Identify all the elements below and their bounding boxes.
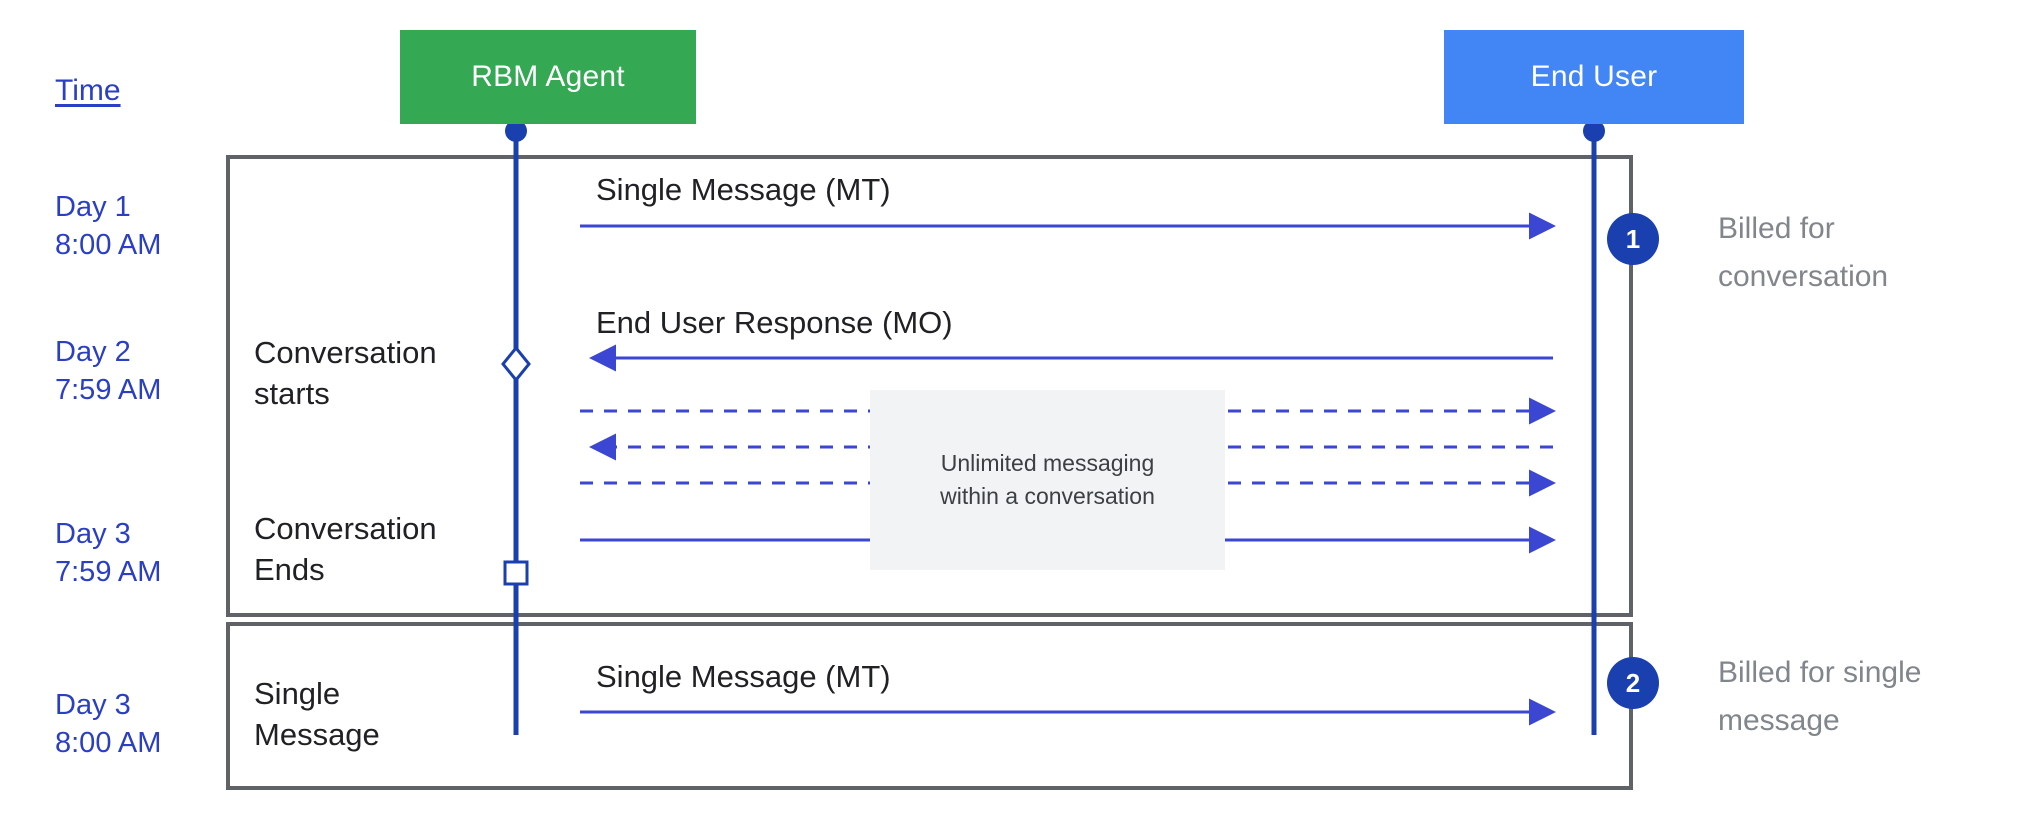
conversation-frame xyxy=(226,155,1633,617)
time-label-day1: Day 1 8:00 AM xyxy=(55,191,162,261)
stage-label-conversation-ends: Conversation Ends xyxy=(254,511,437,587)
time-label-day2: Day 2 7:59 AM xyxy=(55,336,162,406)
time-column-header: Time xyxy=(55,74,121,107)
time-label-day3-single: Day 3 8:00 AM xyxy=(55,689,162,759)
annotation-text-billed-for-conversation: Billed for conversation xyxy=(1718,212,1889,293)
conversation-start-marker xyxy=(501,345,531,383)
single-message-frame xyxy=(226,622,1633,790)
annotation-text-billed-for-single-message: Billed for single message xyxy=(1718,656,1922,737)
conversation-end-marker xyxy=(503,560,529,586)
time-label-day3-end: Day 3 7:59 AM xyxy=(55,518,162,588)
annotation-badge-2[interactable]: 2 xyxy=(1607,657,1659,709)
message-label-end-user-response-mo: End User Response (MO) xyxy=(596,305,953,340)
stage-label-conversation-starts: Conversation starts xyxy=(254,335,437,411)
note-unlimited-messaging: Unlimited messaging within a conversatio… xyxy=(870,390,1225,570)
message-label-single-message-mt-2: Single Message (MT) xyxy=(596,659,891,694)
actor-label-rbm-agent: RBM Agent xyxy=(471,60,625,93)
stage-label-single-message: Single Message xyxy=(254,676,380,752)
lifeline-dot-rbm-agent xyxy=(505,120,527,142)
actor-label-end-user: End User xyxy=(1530,60,1658,93)
annotation-badge-1[interactable]: 1 xyxy=(1607,213,1659,265)
actor-box-rbm-agent[interactable]: RBM Agent xyxy=(400,30,696,124)
lifeline-dot-end-user xyxy=(1583,120,1605,142)
actor-box-end-user[interactable]: End User xyxy=(1444,30,1744,124)
message-label-single-message-mt-1: Single Message (MT) xyxy=(596,172,891,207)
